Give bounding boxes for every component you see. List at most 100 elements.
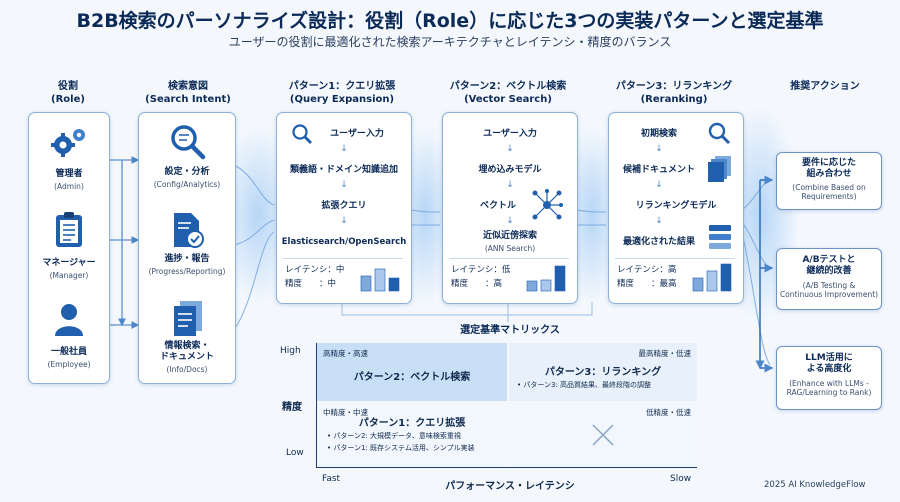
action-llm-sub: (Enhance with LLMs - RAG/Learning to Ran… xyxy=(786,379,872,397)
q-br-tag: 低精度・低速 xyxy=(646,408,691,417)
arrow-down-icon: ↓ xyxy=(655,216,663,226)
selection-matrix: 高精度・高速 パターン2：ベクトル検索 最高精度・低速 パターン3：リランキング… xyxy=(316,343,697,468)
cross-icon xyxy=(592,424,614,446)
p3-bar-chart xyxy=(692,263,732,292)
intent-info-sub: (Info/Docs) xyxy=(166,365,208,374)
q-bl-label: パターン1：クエリ拡張 xyxy=(358,418,466,429)
bar-p1-2 xyxy=(388,277,400,292)
p3-step-result: 最適化された結果 xyxy=(622,237,695,247)
q-tr-label: パターン3：リランキング xyxy=(544,367,662,378)
bar-p3-0 xyxy=(692,277,704,292)
action-abtest-sub: (A/B Testing & Continuous Improvement) xyxy=(779,281,879,299)
intent-header-sub: (Search Intent) xyxy=(145,94,231,105)
page-subtitle: ユーザーの役割に最適化された検索アーキテクチャとレイテンシ・精度のバランス xyxy=(228,35,672,49)
action-abtest: A/Bテストと 継続的改善 (A/B Testing & Continuous … xyxy=(776,248,882,310)
p1-accuracy: 精度 ：中 xyxy=(285,279,337,289)
bar-p2-2 xyxy=(554,265,566,292)
p2-header-title: パターン2：ベクトル検索 xyxy=(449,81,567,92)
bar-p1-0 xyxy=(360,275,372,292)
pattern3-panel: 初期検索 ↓ 候補ドキュメント ↓ リランキングモデル ↓ 最適化された結果 レ… xyxy=(608,112,744,304)
user-icon xyxy=(55,304,83,336)
pattern2-panel: ユーザー入力 ↓ 埋め込みモデル ↓ ベクトル ↓ 近似近傍探索 (ANN Se… xyxy=(442,112,578,304)
page-title: B2B検索のパーソナライズ設計：役割（Role）に応じた3つの実装パターンと選定… xyxy=(76,10,824,32)
matrix-x-axis: パフォーマンス・レイテンシ xyxy=(445,481,575,492)
search-icon xyxy=(171,125,206,160)
role-manager-label: マネージャー xyxy=(42,258,96,268)
intent-panel: 設定・分析 (Config/Analytics) 進捗・報告 (Progress… xyxy=(138,112,236,384)
role-admin-sub: (Admin) xyxy=(54,182,84,191)
q-bl-tag: 中精度・中速 xyxy=(323,408,368,417)
bar-p3-2 xyxy=(720,263,732,292)
matrix-quadrant-bottom-right: 低精度・低速 xyxy=(509,403,697,467)
action-combine-sub: (Combine Based on Requirements) xyxy=(792,183,866,201)
p1-bar-chart xyxy=(360,268,400,292)
intent-header-title: 検索意図 xyxy=(168,81,208,92)
search-icon xyxy=(708,122,731,145)
p2-bar-chart xyxy=(526,265,566,292)
bar-p1-1 xyxy=(374,268,386,292)
p2-step-embed: 埋め込みモデル xyxy=(478,165,542,175)
intent-progress-label: 進捗・報告 xyxy=(164,254,210,264)
documents-icon xyxy=(174,301,202,336)
arrow-down-icon: ↓ xyxy=(340,144,348,154)
p3-header-title: パターン3：リランキング xyxy=(615,81,733,92)
divider xyxy=(615,258,735,259)
p3-latency: レイテンシ：高 xyxy=(617,265,677,275)
action-llm: LLM活用に よる高度化 (Enhance with LLMs - RAG/Le… xyxy=(776,346,882,410)
action-llm-label: LLM活用に よる高度化 xyxy=(805,353,853,374)
role-header-title: 役割 xyxy=(58,81,78,92)
matrix-y-high: High xyxy=(280,346,301,356)
bar-p2-1 xyxy=(540,279,552,292)
divider xyxy=(283,258,403,259)
p1-latency: レイテンシ：中 xyxy=(285,265,345,275)
p1-header-title: パターン1：クエリ拡張 xyxy=(288,81,396,92)
role-header-sub: (Role) xyxy=(51,94,85,105)
p2-step-vector: ベクトル xyxy=(479,201,516,211)
intent-column-header: 検索意図 (Search Intent) xyxy=(138,80,238,106)
bar-p3-1 xyxy=(706,270,718,292)
role-employee-sub: (Employee) xyxy=(47,360,91,369)
p2-accuracy: 精度 ：高 xyxy=(451,279,503,289)
action-abtest-label: A/Bテストと 継続的改善 xyxy=(802,255,856,276)
q-tr-note: • パターン3: 高品質結果、最終段階の調整 xyxy=(517,381,652,389)
action-combine-label: 要件に応じた 組み合わせ xyxy=(801,158,856,179)
p1-step-engine: Elasticsearch/OpenSearch xyxy=(281,237,407,247)
arrow-down-icon: ↓ xyxy=(340,216,348,226)
intent-info-label: 情報検索・ ドキュメント xyxy=(159,341,214,362)
clipboard-icon xyxy=(56,212,82,247)
matrix-x-slow: Slow xyxy=(670,474,692,484)
q-bl-note2: • パターン1: 既存システム活用、シンプル実装 xyxy=(327,444,475,452)
network-icon xyxy=(532,189,563,220)
bar-p2-0 xyxy=(526,280,538,292)
p1-step-expand: 類義語・ドメイン知識追加 xyxy=(289,165,398,175)
role-panel: 管理者 (Admin) マネージャー (Manager) 一般社員 (Emplo… xyxy=(28,112,110,384)
document-check-icon xyxy=(174,213,204,248)
role-manager-sub: (Manager) xyxy=(49,271,89,280)
matrix-quadrant-bottom-left: 中精度・中速 パターン1：クエリ拡張 • パターン2: 大規模データ、意味検索重… xyxy=(317,403,507,467)
action-header-title: 推奨アクション xyxy=(790,81,860,92)
matrix-y-axis: 精度 xyxy=(282,402,302,413)
q-tl-label: パターン2：ベクトル検索 xyxy=(353,372,471,383)
p1-step-query: 拡張クエリ xyxy=(321,201,367,211)
p1-header-sub: (Query Expansion) xyxy=(289,94,395,105)
list-icon xyxy=(709,225,731,249)
matrix-title: 選定基準マトリックス xyxy=(460,325,560,336)
action-column-header: 推奨アクション xyxy=(770,80,880,93)
matrix-quadrant-top-left: 高精度・高速 パターン2：ベクトル検索 xyxy=(317,343,507,401)
arrow-down-icon: ↓ xyxy=(506,144,514,154)
intent-progress-sub: (Progress/Reporting) xyxy=(148,267,226,276)
p2-header-sub: (Vector Search) xyxy=(464,94,552,105)
matrix-y-low: Low xyxy=(286,448,304,458)
p2-step-ann-sub: (ANN Search) xyxy=(484,244,536,253)
arrow-down-icon: ↓ xyxy=(340,180,348,190)
role-column-header: 役割 (Role) xyxy=(28,80,108,106)
pattern2-column-header: パターン2：ベクトル検索 (Vector Search) xyxy=(438,80,578,106)
p3-step-initial: 初期検索 xyxy=(640,129,677,139)
p2-latency: レイテンシ：低 xyxy=(451,265,511,275)
p2-step-input: ユーザー入力 xyxy=(483,129,537,139)
arrow-down-icon: ↓ xyxy=(655,180,663,190)
documents-icon xyxy=(708,156,731,182)
intent-config-label: 設定・分析 xyxy=(164,167,210,177)
matrix-quadrant-top-right: 最高精度・低速 パターン3：リランキング • パターン3: 高品質結果、最終段階… xyxy=(509,343,697,401)
p3-header-sub: (Reranking) xyxy=(640,94,708,105)
